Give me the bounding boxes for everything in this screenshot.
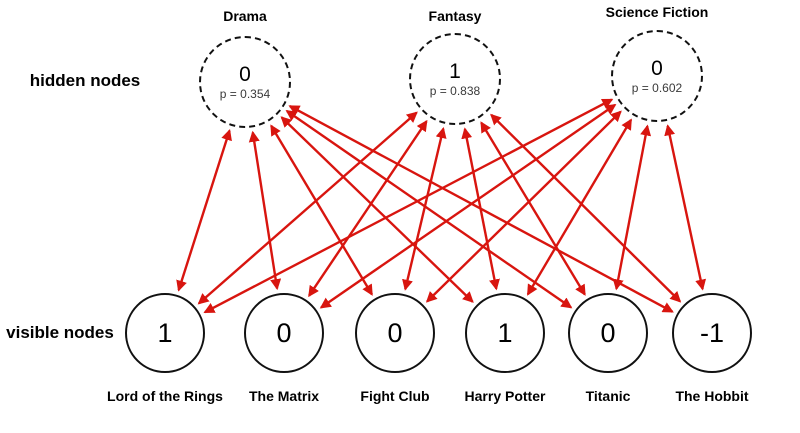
visible-node-label: Fight Club [360,388,430,404]
hidden-nodes-label: hidden nodes [29,71,141,90]
connection-arrow [490,113,682,303]
connection-arrow [280,116,474,303]
connection-arrow [248,130,282,291]
hidden-node-circle: 0 p = 0.354 [199,36,291,128]
connection-arrow [285,110,573,309]
hidden-node-value: 0 [239,62,251,86]
visible-node-value: 0 [600,317,616,348]
connection-arrow [612,124,652,291]
visible-node-value: 0 [387,317,403,348]
connection-arrow [425,110,622,303]
visible-node-circle: 0 [568,293,648,373]
visible-node-label: Harry Potter [464,388,546,404]
hidden-node-title: Drama [223,8,267,24]
visible-node-circle: 1 [465,293,545,373]
hidden-node-value: 1 [449,59,461,83]
hidden-node-circle: 1 p = 0.838 [409,33,501,125]
connection-arrow [319,103,617,309]
visible-node-value: 1 [497,317,513,348]
connection-arrow [176,129,232,292]
visible-node-value: 0 [276,317,292,348]
visible-node-circle: 0 [355,293,435,373]
hidden-node-title: Science Fiction [605,4,709,20]
visible-node-value: -1 [699,317,724,348]
visible-node-value: 1 [157,317,173,348]
connection-arrow [480,121,586,296]
visible-nodes-label: visible nodes [6,323,114,342]
connection-arrow [526,118,633,296]
visible-node-circle: 0 [244,293,324,373]
hidden-node-probability: p = 0.602 [631,81,683,96]
visible-node-label: Titanic [585,388,631,404]
hidden-node-circle: 0 p = 0.602 [611,30,703,122]
visible-node-label: The Hobbit [675,388,749,404]
hidden-node-title: Fantasy [428,8,482,24]
connection-arrow [461,127,500,291]
connection-arrow [402,126,447,291]
hidden-node-probability: p = 0.838 [429,84,481,99]
visible-node-circle: -1 [672,293,752,373]
visible-node-label: Lord of the Rings [107,388,223,404]
connection-arrow [664,124,707,291]
hidden-node-probability: p = 0.354 [219,87,271,102]
visible-node-label: The Matrix [248,388,319,404]
visible-node-circle: 1 [125,293,205,373]
hidden-node-value: 0 [651,56,663,80]
